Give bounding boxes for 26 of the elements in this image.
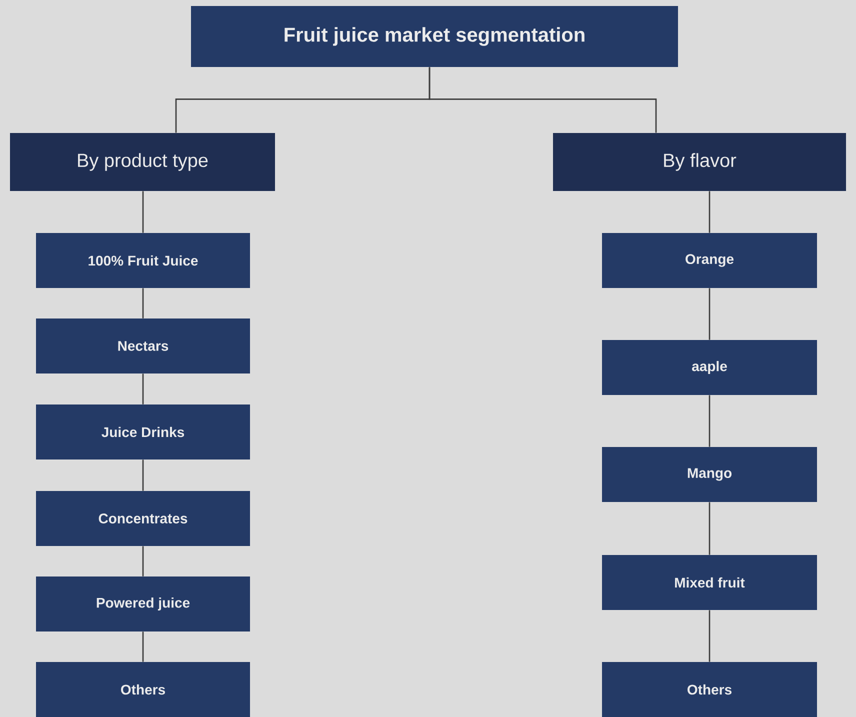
- connector-line: [142, 191, 144, 233]
- segment-box: Juice Drinks: [36, 404, 250, 460]
- connector-line: [708, 610, 710, 662]
- connector-line: [142, 374, 144, 404]
- segment-box: Nectars: [36, 318, 250, 374]
- connector-line: [708, 191, 710, 233]
- connector-line: [708, 502, 710, 555]
- connector-line: [142, 288, 144, 318]
- connector-line: [708, 395, 710, 447]
- connector-line: [142, 546, 144, 576]
- segment-box: Mixed fruit: [602, 555, 817, 610]
- segment-box: Others: [602, 662, 817, 717]
- segment-box: Mango: [602, 447, 817, 502]
- connector-line: [428, 67, 657, 133]
- segment-box: Others: [36, 662, 250, 717]
- segment-box: Powered juice: [36, 576, 250, 632]
- category-box: By product type: [10, 133, 275, 191]
- connector-line: [142, 460, 144, 491]
- segment-box: aaple: [602, 340, 817, 395]
- segment-box: 100% Fruit Juice: [36, 233, 250, 288]
- category-box: By flavor: [553, 133, 846, 191]
- segment-box: Orange: [602, 233, 817, 288]
- connector-line: [708, 288, 710, 340]
- title-box: Fruit juice market segmentation: [191, 6, 678, 67]
- segment-box: Concentrates: [36, 491, 250, 546]
- connector-line: [142, 632, 144, 662]
